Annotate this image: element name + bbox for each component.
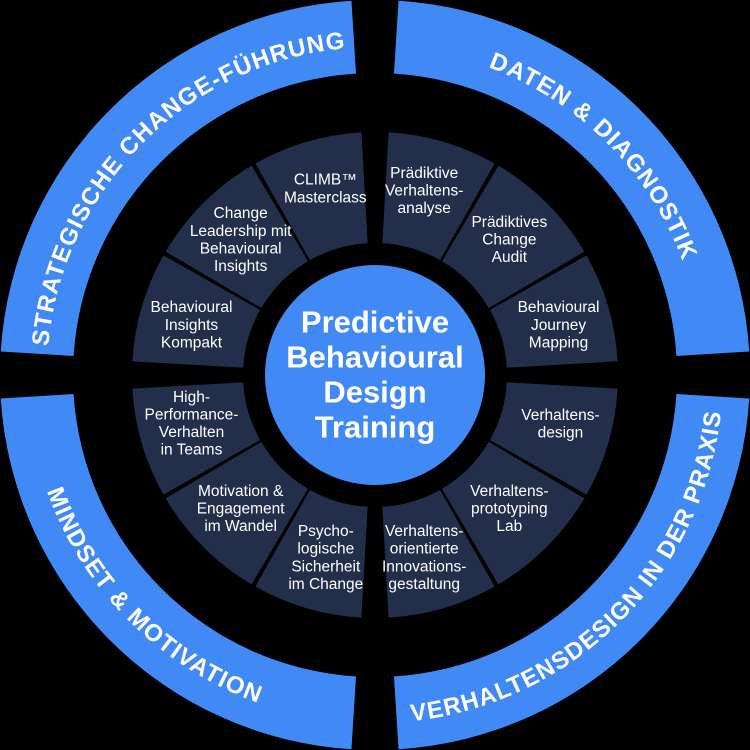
outer-ring-segment-q2[interactable] (393, 0, 750, 357)
inner-ring-segment[interactable] (132, 255, 261, 368)
outer-ring-segment-q4[interactable] (0, 393, 357, 750)
outer-ring-segment-q3[interactable] (393, 393, 750, 750)
inner-ring-segment[interactable] (489, 255, 618, 368)
center-circle (265, 265, 485, 485)
outer-ring-segment-q1[interactable] (0, 0, 357, 357)
inner-ring-segment[interactable] (441, 165, 585, 309)
inner-ring-segment[interactable] (382, 132, 495, 261)
inner-ring-segment[interactable] (382, 489, 495, 618)
inner-ring-segment[interactable] (489, 382, 618, 495)
inner-ring-segment-label: Verhaltens-design (521, 407, 599, 442)
inner-ring-segment[interactable] (255, 489, 368, 618)
inner-ring-segment[interactable] (165, 165, 309, 309)
inner-ring-segment[interactable] (255, 132, 368, 261)
inner-ring-segment[interactable] (165, 441, 309, 585)
inner-ring-segment[interactable] (132, 382, 261, 495)
inner-ring-segment[interactable] (441, 441, 585, 585)
